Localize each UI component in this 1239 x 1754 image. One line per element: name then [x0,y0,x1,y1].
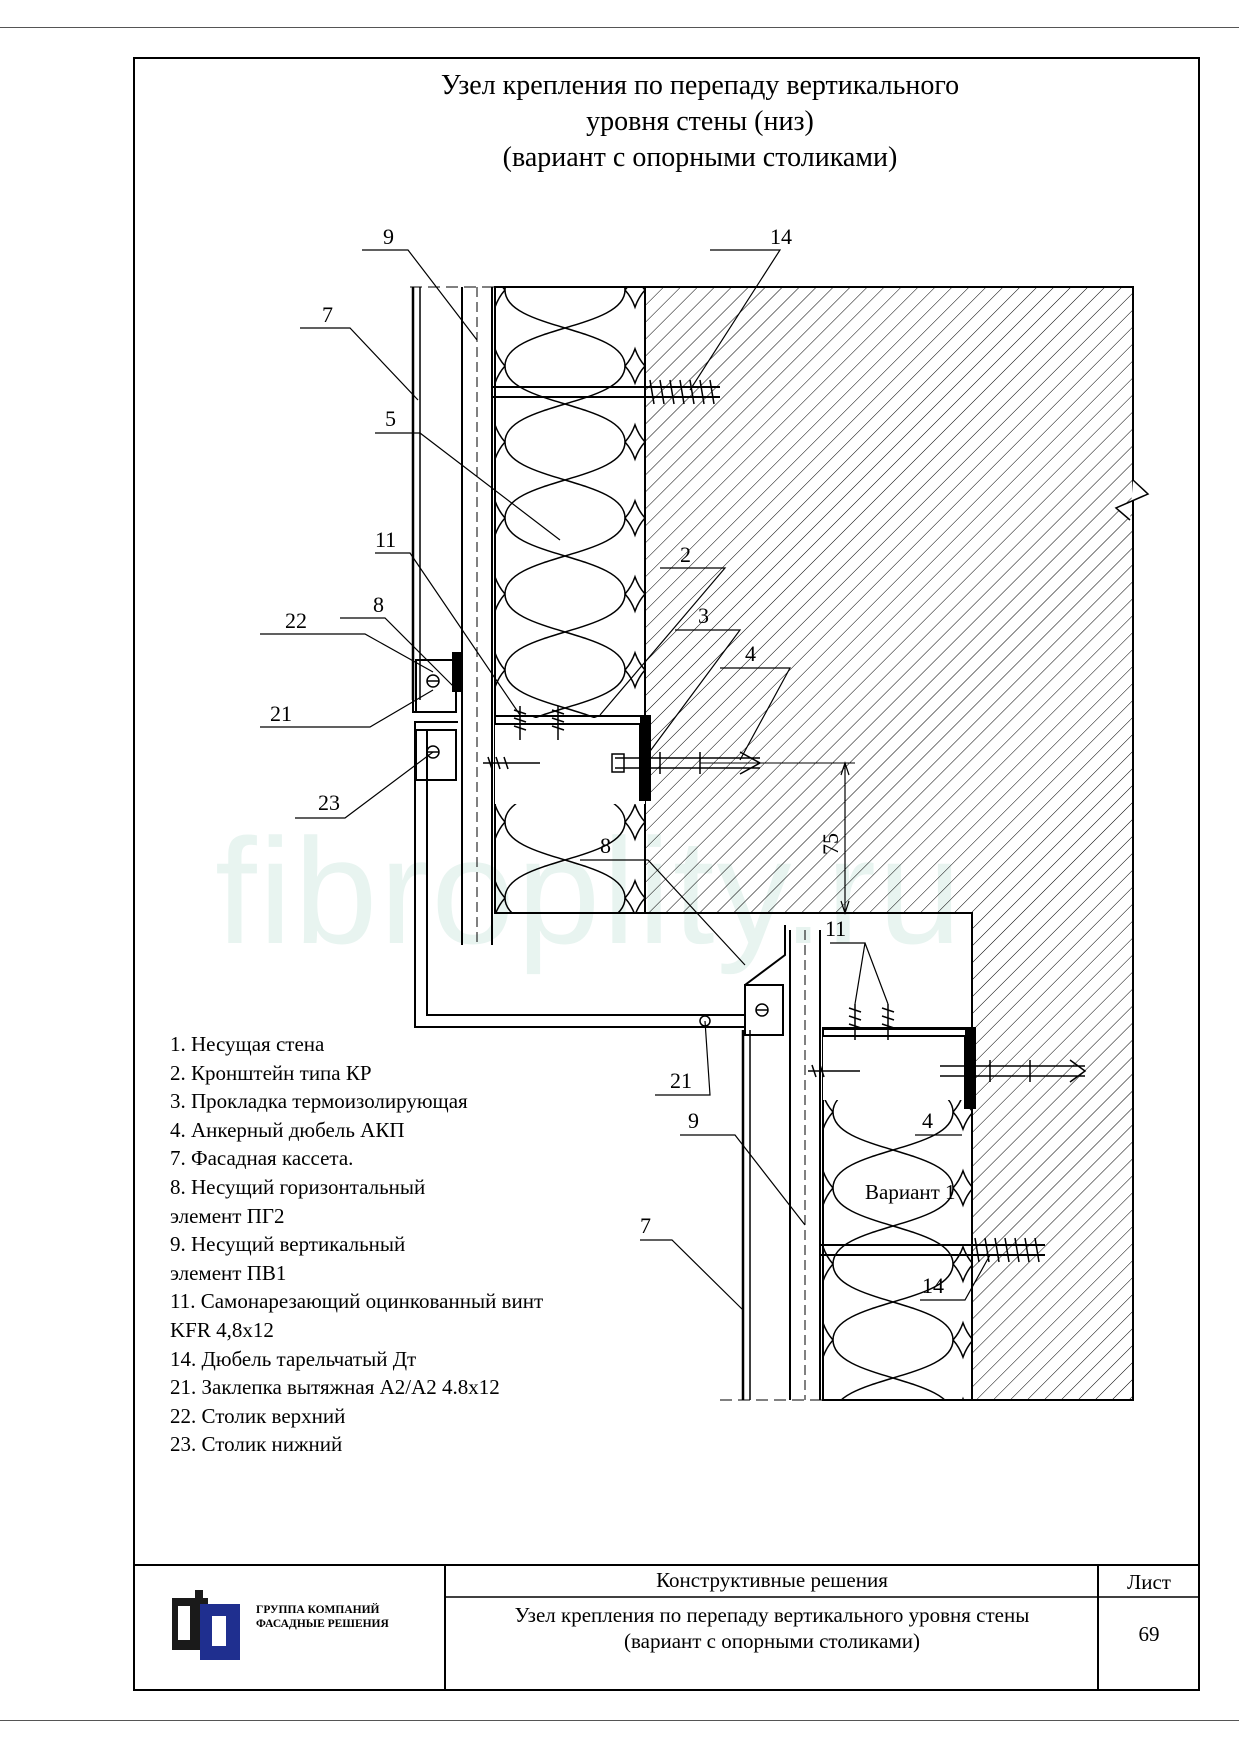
legend-item: элемент ПГ2 [170,1203,285,1228]
company-name: ГРУППА КОМПАНИЙ ФАСАДНЫЕ РЕШЕНИЯ [256,1603,389,1631]
callout-14-bottom: 14 [922,1273,944,1298]
legend-item: элемент ПВ1 [170,1260,287,1285]
callout-8-left: 8 [373,592,384,617]
callout-22: 22 [285,608,307,633]
plate-dowel-14-upper [491,378,720,406]
lower-table [744,984,784,1036]
legend: 1. Несущая стена 2. Кронштейн типа КР 3.… [170,1030,543,1459]
title-block-frame [133,1564,1200,1691]
cassette-lower-hook [414,721,458,730]
variant-label: Вариант 1 [865,1180,956,1204]
leader-lines [260,249,991,1311]
anchor-dowel-upper [615,751,762,775]
title-line-2: уровня стены (низ) [586,106,814,137]
callout-3: 3 [698,603,709,628]
legend-item: 3. Прокладка термоизолирующая [170,1089,468,1114]
callout-8-mid: 8 [600,833,611,858]
callout-21-left: 21 [270,701,292,726]
screw-11-d [881,1004,895,1040]
screw-11-side [483,756,540,770]
legend-item: 1. Несущая стена [170,1032,325,1056]
legend-item: 22. Столик верхний [170,1403,346,1428]
screw-11-b [551,706,565,740]
legend-item: 14. Дюбель тарельчатый Дт [170,1346,417,1371]
callout-4-bottom: 4 [922,1108,933,1133]
title-line-1: Узел крепления по перепаду вертикального [440,70,960,101]
screw-11-a [513,706,527,740]
callout-2: 2 [680,542,691,567]
clip-8-lower [744,925,786,1015]
legend-item: 21. Заклепка вытяжная А2/А2 4.8х12 [170,1375,500,1400]
wall-break-mark [1114,479,1150,521]
title-block-sheet-label: Лист [1127,1570,1171,1594]
legend-item: 23. Столик нижний [170,1432,343,1457]
legend-item: 4. Анкерный дюбель АКП [170,1117,405,1142]
title-block-page-number: 69 [1138,1622,1160,1646]
insulation-upper [494,286,646,914]
insulation-upper-bracket-gap [495,718,645,804]
drawing-sheet-frame [133,57,1200,1691]
insulation-lower-bracket-gap [823,1030,972,1100]
title-block-title-line-2: (вариант с опорными столиками) [624,1629,920,1653]
callout-7-bottom: 7 [640,1213,651,1238]
callout-5: 5 [385,406,396,431]
callout-4-top: 4 [745,641,756,666]
legend-item: KFR 4,8х12 [170,1317,274,1342]
callout-7-top: 7 [322,302,333,327]
anchor-dowel-lower [940,1059,1087,1083]
legend-item: 11. Самонарезающий оцинкованный винт [170,1289,544,1314]
callout-23: 23 [318,790,340,815]
lower-table-23 [415,729,457,781]
clip-8-upper [452,652,462,692]
callout-11-left: 11 [375,527,396,552]
legend-item: 9. Несущий вертикальный [170,1232,406,1257]
dimension-75-label: 75 [818,833,843,855]
company-name-line-1: ГРУППА КОМПАНИЙ [256,1604,380,1616]
legend-item: 2. Кронштейн типа КР [170,1060,372,1085]
title-block-title-line-1: Узел крепления по перепаду вертикального… [514,1603,1030,1627]
title-block-section: Конструктивные решения [656,1568,888,1592]
page-bottom-rule [0,1720,1239,1721]
title-line-3: (вариант с опорными столиками) [502,142,898,173]
title-block-drawing-title: Узел крепления по перепаду вертикального… [447,1602,1097,1654]
legend-item: 8. Несущий горизонтальный [170,1174,426,1199]
callout-21-mid: 21 [670,1068,692,1093]
cassette-upper-hook [412,700,455,713]
company-logo [172,1590,240,1660]
screw-11-c [848,1004,862,1040]
legend-item: 7. Фасадная кассета. [170,1146,354,1171]
callout-9-bottom: 9 [688,1108,699,1133]
page-top-rule [0,27,1239,28]
thermal-pad-lower [965,1028,975,1108]
callout-14-top: 14 [770,224,792,249]
callout-11-right: 11 [825,916,846,941]
callout-9-top: 9 [383,224,394,249]
company-name-line-2: ФАСАДНЫЕ РЕШЕНИЯ [256,1618,389,1630]
drawing-title: Узел крепления по перепаду вертикального… [300,68,1100,176]
